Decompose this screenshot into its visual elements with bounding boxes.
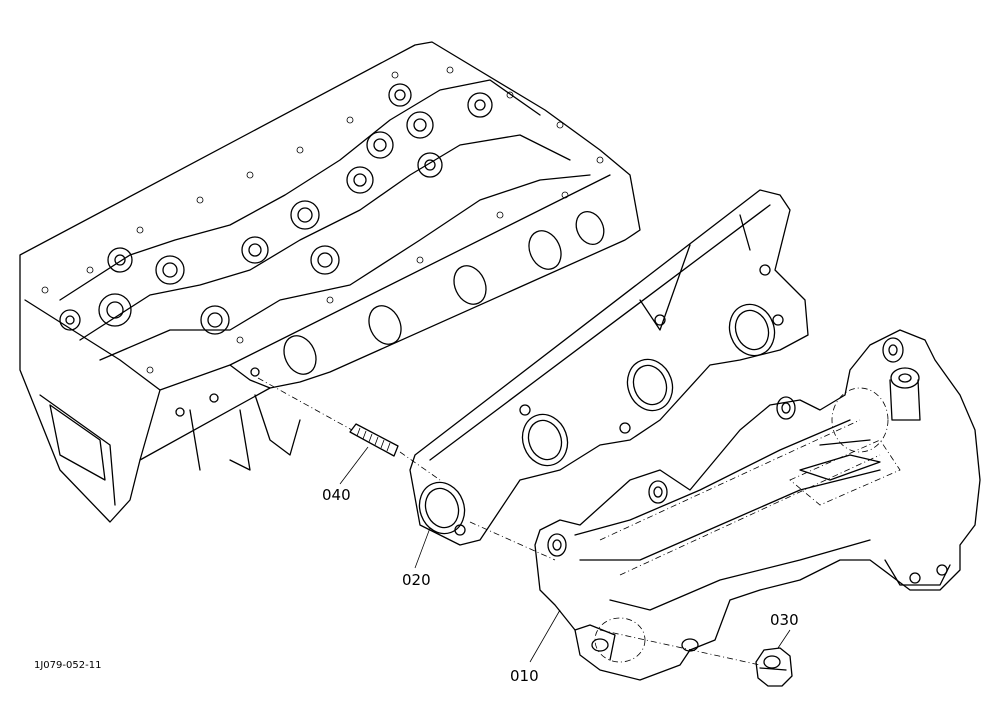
part-label-010: 010 bbox=[510, 667, 539, 685]
stud-bolt bbox=[349, 423, 399, 457]
assembly-centerlines bbox=[257, 377, 761, 666]
flange-nut bbox=[755, 647, 793, 687]
cylinder-head bbox=[19, 41, 641, 523]
part-label-040: 040 bbox=[322, 486, 351, 504]
exhaust-gasket bbox=[409, 189, 809, 546]
drawing-code: 1J079-052-11 bbox=[34, 660, 101, 671]
part-label-020: 020 bbox=[402, 571, 431, 589]
part-label-030: 030 bbox=[770, 611, 799, 629]
head-deck-features bbox=[41, 66, 604, 374]
leader-lines bbox=[339, 446, 791, 663]
exhaust-manifold bbox=[534, 329, 981, 681]
